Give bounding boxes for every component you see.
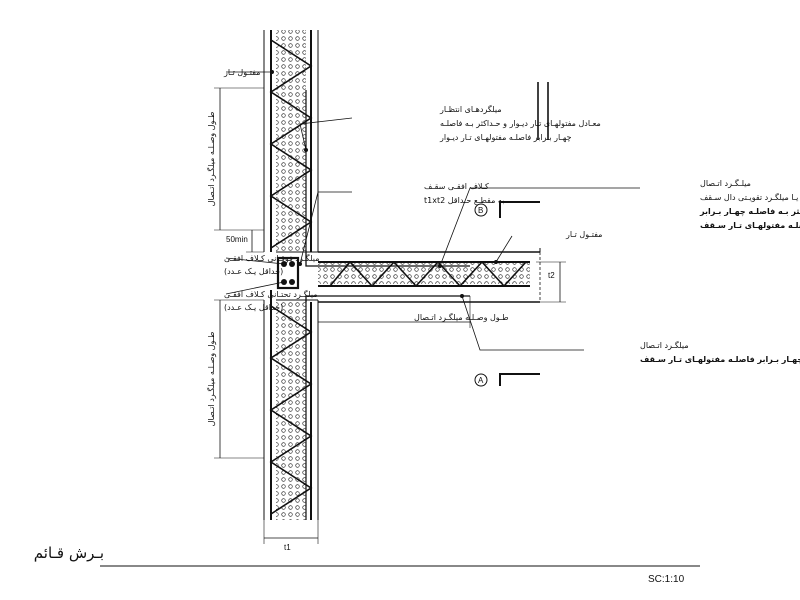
beam-top-bar-2 (289, 261, 295, 267)
dim-t2: t2 (548, 271, 555, 280)
dimensions: 50min t2 t1 (214, 87, 566, 552)
leaders (225, 70, 640, 351)
label-wait-bars-3: چهـار بـرابر فاصلـه مفتولهـای تـار دیـوا… (439, 133, 572, 142)
label-wait-bars-1: میلگردهـای انتظـار (439, 104, 502, 114)
label-beam-2: به مقطـع حـداقل t1xt2 (424, 196, 504, 205)
title-block: بـرش قـائم SC:1:10 (34, 544, 700, 585)
dim-50min: 50min (226, 235, 248, 244)
beam-bottom-bar-2 (289, 279, 295, 285)
label-conn-b-2: یـا میلگـرد تقویـتی دال سـقف (700, 192, 798, 202)
label-beam-1: کـلاف افقـی سقـف (424, 182, 489, 191)
slab-truss (329, 260, 527, 288)
label-lap-vertical-upper: طـول وصـلـه میلگـرد اتـصال (206, 112, 216, 207)
leader-conn-b (439, 187, 640, 267)
label-conn-a-1: میلگـرد اتـصال (640, 340, 689, 350)
beam-stirrup (276, 256, 300, 290)
leader-conn-a (461, 295, 584, 351)
hook-symbol-b (499, 201, 540, 218)
leader-top-bar (225, 257, 285, 265)
wall-upper-truss (269, 39, 313, 249)
leader-beam (299, 191, 352, 265)
annotations: مفتـول تـار میلگردهـای انتظـار معـادل مف… (206, 68, 800, 426)
wall-panel (263, 30, 319, 520)
hook-symbol-a (499, 373, 540, 386)
wall-lower-core (276, 302, 306, 520)
label-slab-mesh: مفتـول تـار (565, 230, 602, 239)
marker-a: A (474, 373, 488, 387)
label-bottom-bar-2: (حداقل یـک عـدد) (224, 303, 283, 312)
leader-slab-mesh (495, 235, 513, 263)
label-conn-b-3: حـداکثر بـه فاصلـه چهـار بـرابر (699, 207, 800, 216)
label-wait-bars-2: معـادل مفتولهـای تـار دیـوار و حـداکثر ب… (440, 119, 601, 128)
drawing-title: بـرش قـائم (34, 544, 104, 562)
label-lap-horizontal: طـول وصـلـه میلگـرد اتـصال (414, 312, 509, 322)
label-conn-b-1: میلـگـرد اتـصال (700, 178, 751, 188)
dim-t1: t1 (284, 543, 291, 552)
label-top-bar-2: (حداقل یـک عـدد) (224, 267, 283, 276)
label-wall-mesh: مفتـول تـار (223, 68, 260, 77)
marker-a-label: A (478, 376, 484, 385)
label-top-bar-1: میلگـرد فوقـانی کـلاف افقـی (224, 253, 320, 263)
wall-upper-core (276, 30, 306, 252)
marker-b: B (474, 203, 488, 217)
label-conn-b-4: فاصلـه مفتولهـای تـار سـقف (700, 221, 800, 230)
connection-bar-b (305, 250, 470, 267)
marker-b-label: B (478, 206, 483, 215)
leader-wait-bars (299, 117, 353, 151)
label-lap-vertical-lower: طـول وصـلـه میلگـرد اتـصال (206, 332, 216, 427)
floor-slab (276, 248, 541, 303)
drawing-scale: SC:1:10 (648, 574, 685, 585)
leader-bottom-bar (225, 281, 285, 295)
label-bottom-bar-1: میلگـرد تحتـانی کـلاف افقـی (224, 289, 318, 299)
break-symbol (537, 82, 549, 140)
connection-bar-a (305, 295, 470, 302)
wall-lower-truss (269, 305, 313, 515)
label-conn-a-2: حـداکثر بـه فاصلـه چهـار بـرابر فاصلـه م… (640, 355, 800, 364)
